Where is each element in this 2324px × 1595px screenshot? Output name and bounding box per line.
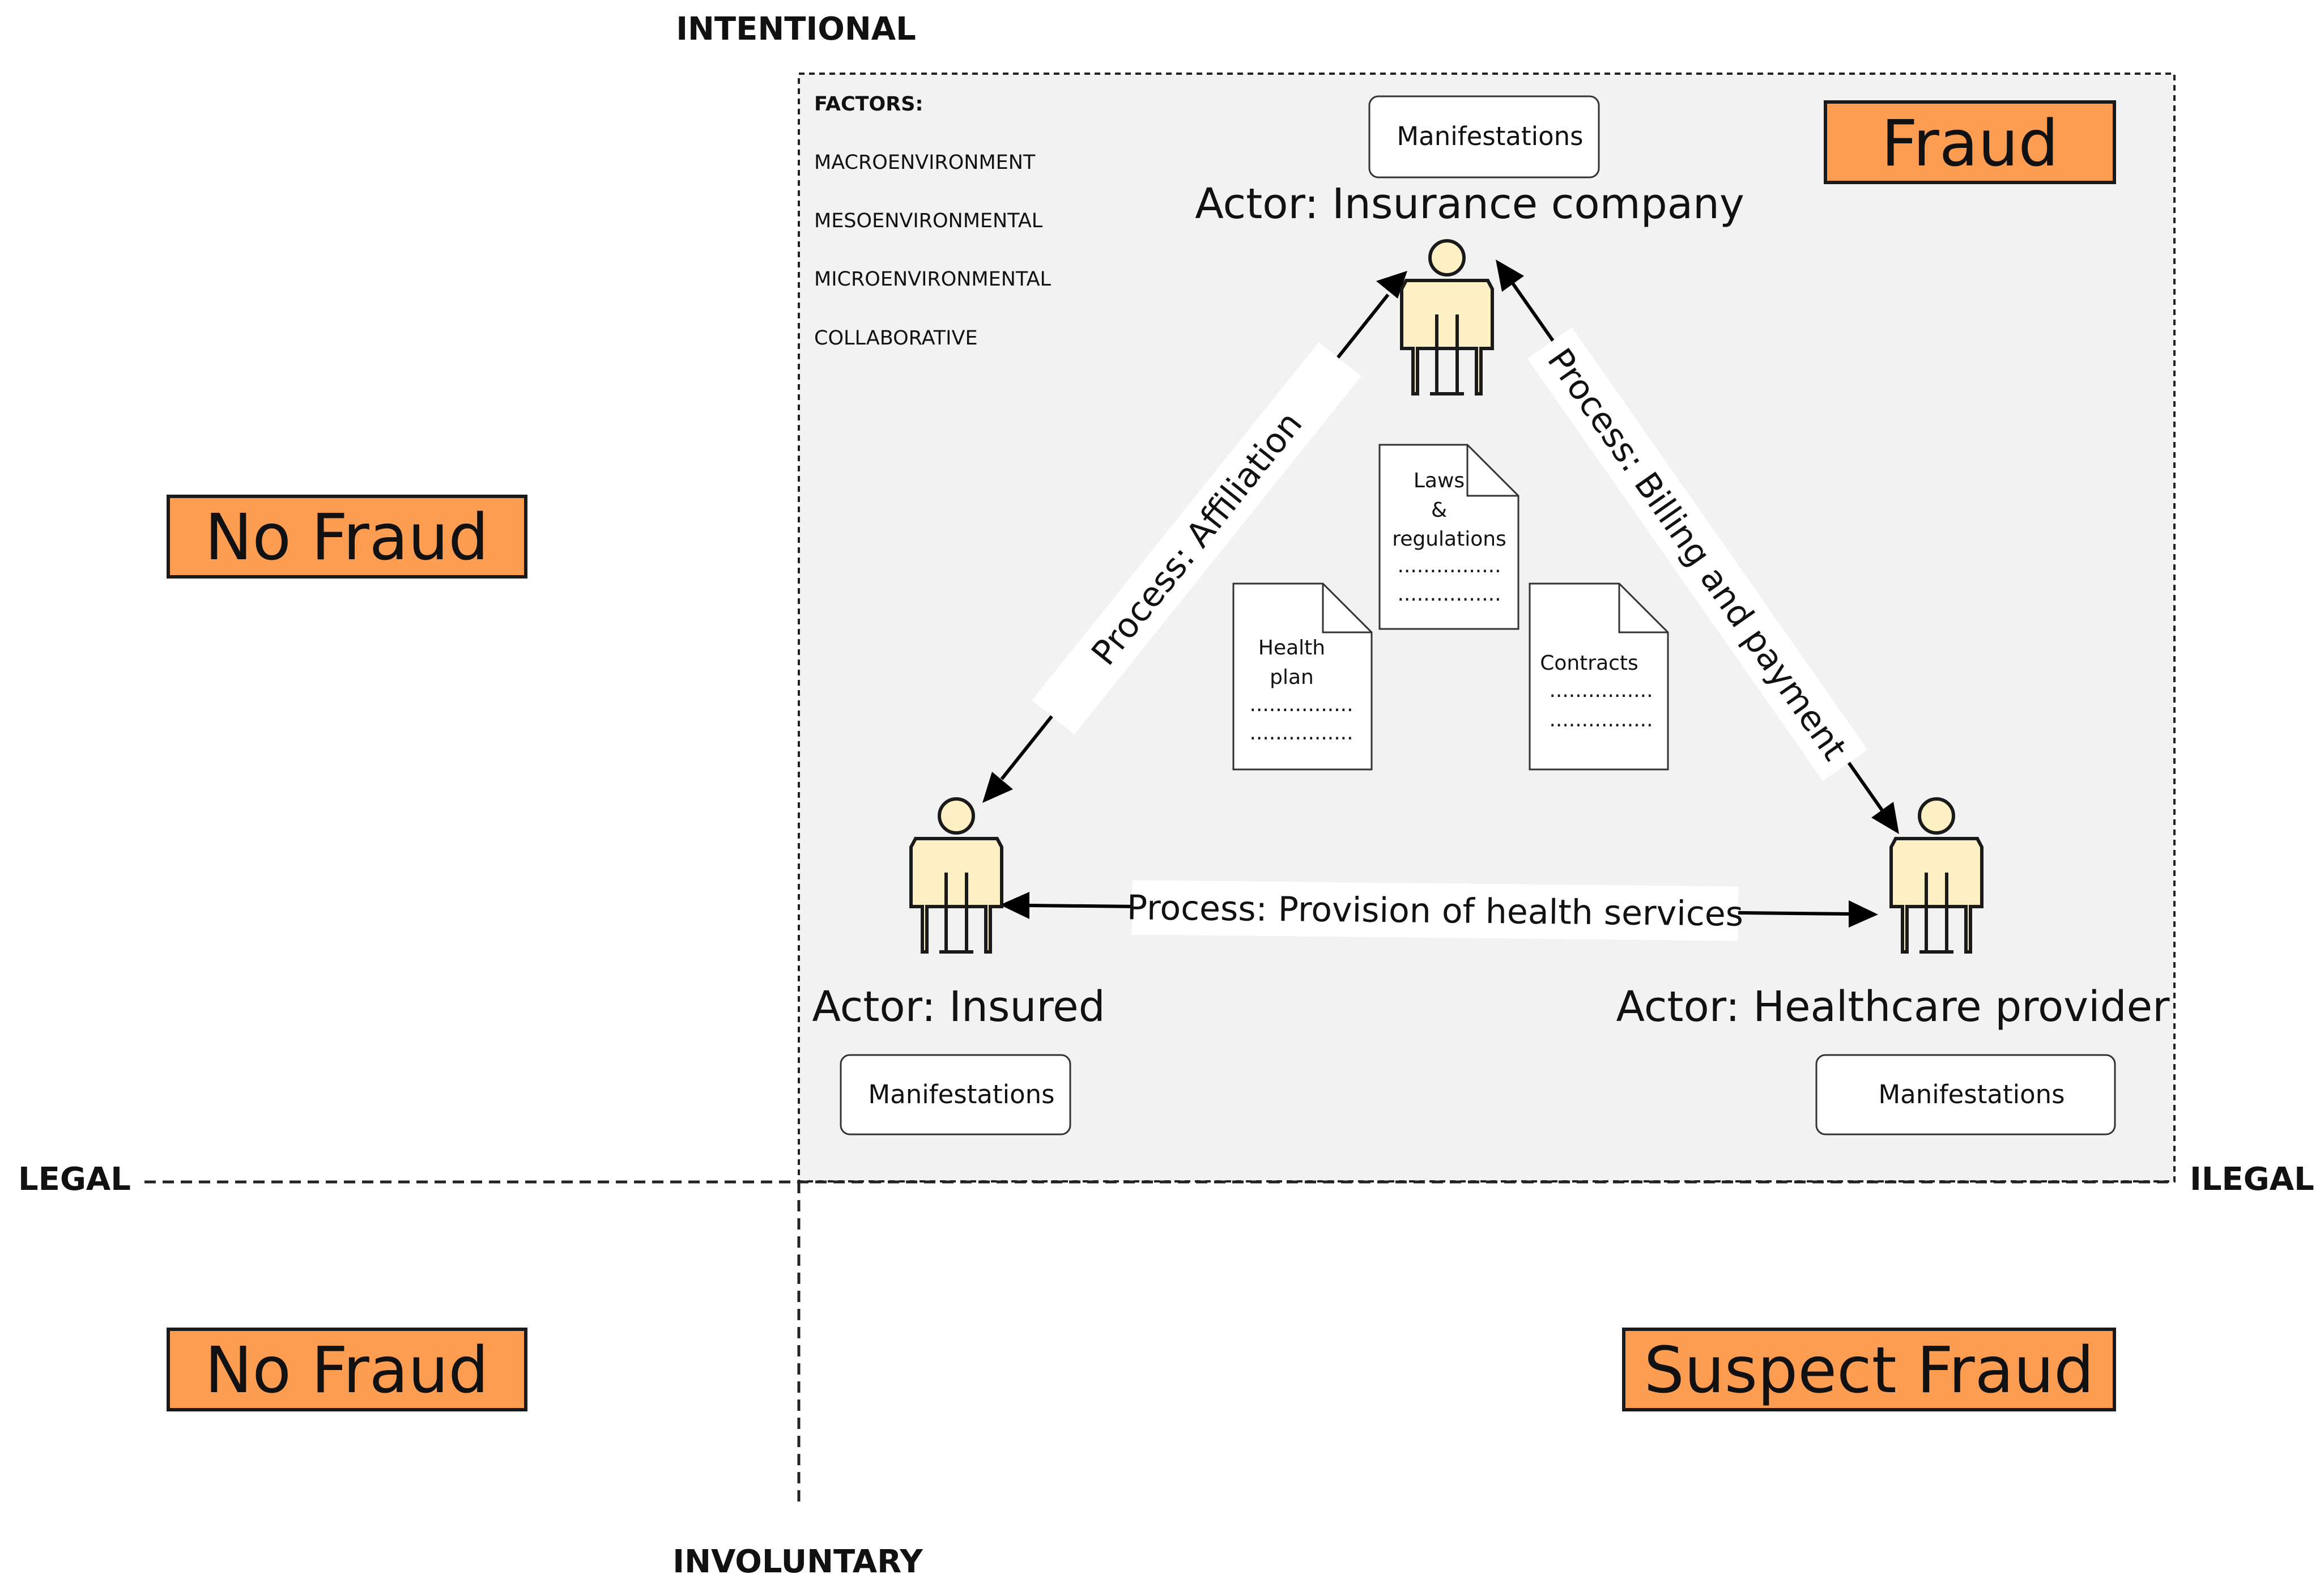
doc-contracts-dots: ................ [1549, 708, 1653, 731]
process-provision-text: Process: Provision of health services [1127, 888, 1744, 934]
factors-list: FACTORS: MACROENVIRONMENT MESOENVIRONMEN… [814, 93, 1052, 350]
doc-health-plan-line1: Health [1258, 636, 1325, 660]
doc-laws-line3: regulations [1392, 528, 1506, 551]
doc-health-plan-dots: ................ [1249, 693, 1353, 716]
axis-label-intentional: INTENTIONAL [676, 11, 916, 48]
doc-laws-dots: ................ [1397, 582, 1501, 606]
verdict-fraud: Fraud [1881, 107, 2058, 181]
document-health-plan: Health plan ................ ...........… [1232, 582, 1373, 771]
manifestations-box-insured [840, 1054, 1071, 1135]
document-laws-regulations: Laws & regulations ................ ....… [1378, 444, 1519, 630]
factor-item: MICROENVIRONMENTAL [814, 268, 1052, 291]
actor-healthcare-provider-label: Actor: Healthcare provider [1616, 982, 2170, 1031]
axis-label-ilegal: ILEGAL [2190, 1161, 2314, 1198]
doc-laws-dots: ................ [1397, 554, 1501, 577]
axis-label-involuntary: INVOLUNTARY [672, 1543, 923, 1580]
factor-item: MESOENVIRONMENTAL [814, 210, 1043, 232]
actor-insured: Actor: Insured [812, 799, 1105, 1031]
actor-insurance-company: Actor: Insurance company [1195, 180, 1744, 394]
manifestations-label-insurer: Manifestations [1397, 121, 1583, 151]
manifestations-label-provider: Manifestations [1878, 1079, 2065, 1109]
actor-healthcare-provider: Actor: Healthcare provider [1616, 799, 2170, 1031]
verdict-box-no-fraud-bottom [167, 1328, 527, 1411]
manifestations-label-insured: Manifestations [868, 1079, 1054, 1109]
verdict-no-fraud-bottom: No Fraud [205, 1334, 489, 1407]
axis-label-legal: LEGAL [18, 1161, 131, 1198]
factor-item: MACROENVIRONMENT [814, 151, 1036, 174]
verdict-no-fraud-top: No Fraud [205, 501, 489, 575]
doc-contracts-dots: ................ [1549, 679, 1653, 702]
process-provision-label: Process: Provision of health services [1127, 880, 1744, 941]
doc-health-plan-line2: plan [1270, 666, 1314, 689]
document-contracts: Contracts ................ .............… [1529, 582, 1669, 771]
doc-contracts-line1: Contracts [1540, 652, 1638, 675]
verdict-box-suspect-fraud [1622, 1328, 2116, 1411]
verdict-box-no-fraud-top [167, 495, 527, 579]
factor-item: COLLABORATIVE [814, 327, 978, 350]
doc-health-plan-dots: ................ [1249, 721, 1353, 745]
doc-laws-line2: & [1431, 499, 1447, 522]
actor-insured-label: Actor: Insured [812, 982, 1105, 1031]
factors-heading: FACTORS: [814, 93, 923, 116]
verdict-box-fraud [1824, 100, 2116, 184]
doc-laws-line1: Laws [1414, 469, 1465, 492]
verdict-suspect-fraud: Suspect Fraud [1644, 1334, 2095, 1407]
actor-insurance-company-label: Actor: Insurance company [1195, 180, 1744, 228]
manifestations-box-insurer [1368, 95, 1600, 178]
manifestations-box-provider [1815, 1054, 2116, 1135]
